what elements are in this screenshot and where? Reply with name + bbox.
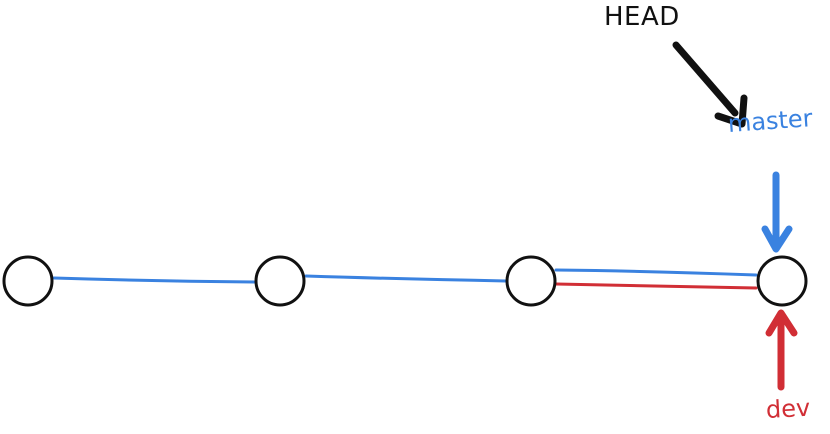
- edge-2-3: [304, 274, 508, 283]
- commit-node-3: [505, 255, 557, 307]
- edge-1-2: [52, 276, 256, 284]
- master-label: master: [727, 104, 814, 138]
- edge-3-4-dev: [554, 282, 758, 290]
- commit-node-4: [756, 255, 808, 307]
- head-arrow: [672, 41, 748, 128]
- commit-node-1: [2, 255, 54, 307]
- master-arrow: [761, 171, 793, 253]
- dev-label: dev: [765, 393, 811, 424]
- edge-3-4-master: [554, 268, 758, 277]
- commit-node-2: [254, 255, 306, 307]
- head-label: HEAD: [604, 2, 680, 32]
- dev-arrow: [765, 309, 798, 391]
